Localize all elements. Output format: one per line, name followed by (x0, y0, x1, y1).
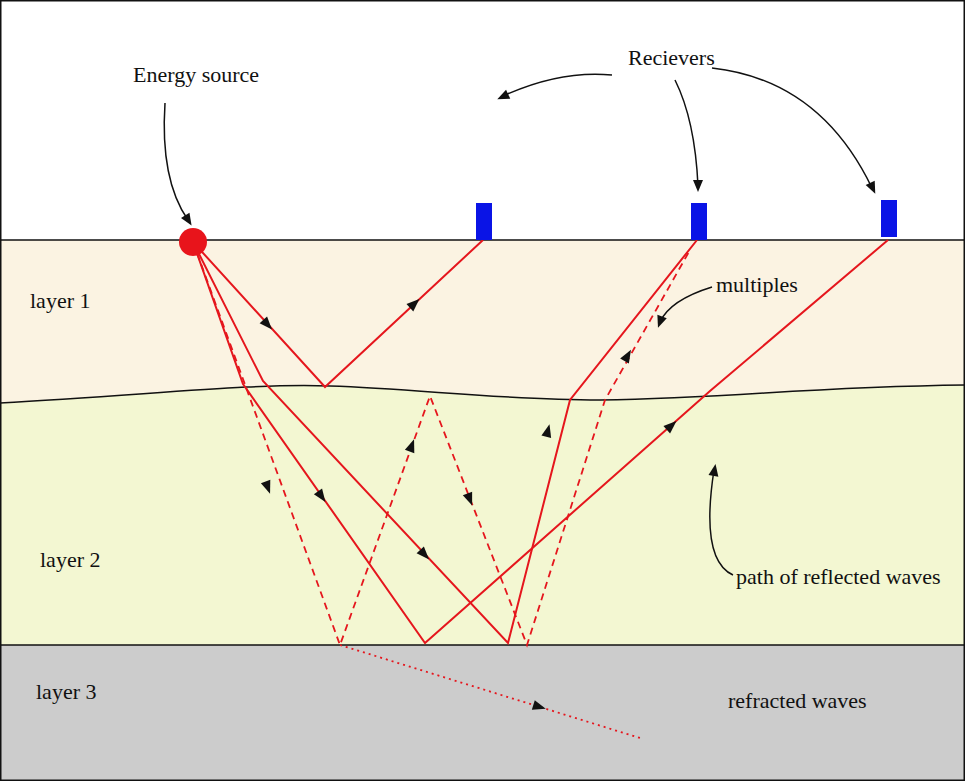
receiver-symbol (476, 203, 492, 240)
layer-band: layer 1 (0, 240, 965, 390)
multiple-ray (193, 242, 690, 645)
leader-arrowheads (181, 90, 880, 477)
annotation-label: Energy source (133, 62, 259, 87)
refracted-ray (340, 645, 640, 738)
layer-label: layer 2 (40, 547, 100, 572)
energy-source-symbol (179, 228, 207, 256)
layer-2-fill (0, 240, 965, 781)
layer-label: layer 3 (36, 679, 96, 704)
layer-boundary (0, 385, 965, 403)
leader-lines (164, 68, 872, 575)
receiver-symbol (691, 203, 707, 240)
layer-3-fill (0, 645, 965, 781)
annotation-label: multiples (716, 272, 798, 297)
receiver-symbol (881, 200, 897, 237)
layer-label: layer 1 (30, 288, 90, 313)
layer-boundary (0, 644, 965, 646)
annotation-label: path of reflected waves (736, 564, 941, 589)
annotation-label: refracted waves (728, 688, 867, 713)
ray-arrowheads (260, 295, 680, 713)
annotation-label: Recievers (628, 45, 715, 70)
layer-band: layer 2 (0, 405, 965, 643)
layer-1-fill (0, 240, 965, 403)
